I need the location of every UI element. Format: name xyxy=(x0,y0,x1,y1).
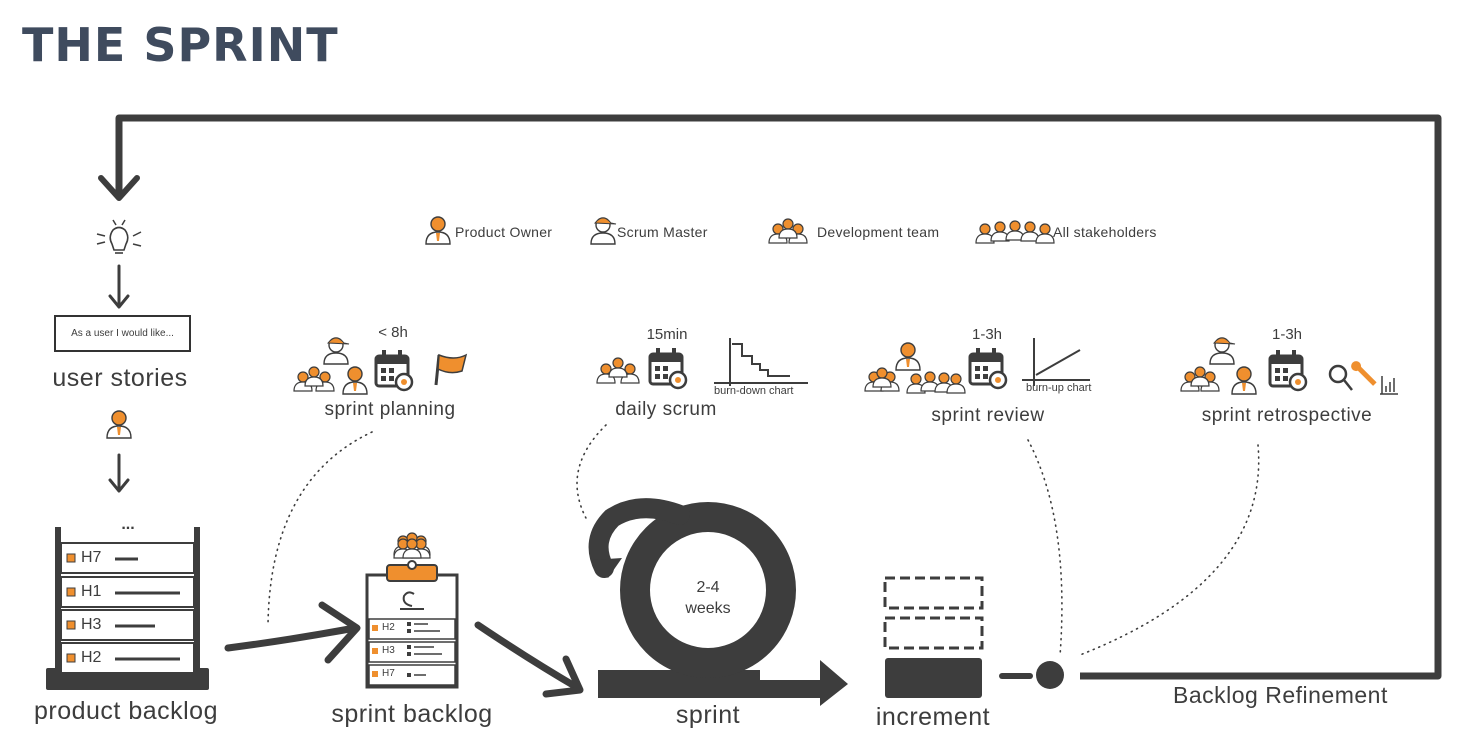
backlog-item: H2 xyxy=(81,649,102,666)
product-owner-icon xyxy=(106,410,132,439)
page-title: THE SPRINT xyxy=(22,18,339,72)
product-backlog-shelf xyxy=(46,527,209,690)
burn-down-chart-icon xyxy=(714,338,808,386)
daily-scrum-label: daily scrum xyxy=(615,399,717,420)
user-story-card: As a user I would like... xyxy=(54,315,191,352)
sprint-review-icons xyxy=(864,338,1090,394)
user-story-example: As a user I would like... xyxy=(71,328,174,339)
legend-all-stakeholders: All stakeholders xyxy=(1053,224,1157,240)
backlog-refinement-label: Backlog Refinement xyxy=(1173,682,1388,708)
magnifier-icon xyxy=(1328,364,1353,391)
sprint-cycle xyxy=(588,498,848,706)
burn-up-chart-icon xyxy=(1022,338,1090,386)
sprint-planning-label: sprint planning xyxy=(324,399,456,420)
sprint-review-duration: 1-3h xyxy=(971,326,1003,343)
burn-up-chart-label: burn-up chart xyxy=(1026,382,1092,394)
burn-down-chart-label: burn-down chart xyxy=(714,385,794,397)
chart-icon xyxy=(1380,376,1398,395)
event-connectors xyxy=(267,424,1260,657)
sprint-label: sprint xyxy=(675,701,741,729)
product-owner-legend-icon xyxy=(425,216,451,245)
daily-scrum-icons xyxy=(596,338,808,390)
legend-product-owner: Product Owner xyxy=(455,224,553,240)
development-team-icon xyxy=(394,533,430,558)
sprint-retro-label: sprint retrospective xyxy=(1201,405,1373,426)
backlog-item: H3 xyxy=(81,616,102,633)
release-point xyxy=(999,661,1064,689)
backlog-item: H7 xyxy=(81,549,102,566)
story-flow-arrow xyxy=(108,264,130,309)
development-team-legend-icon xyxy=(768,218,808,244)
legend-development-team: Development team xyxy=(817,224,940,240)
all-stakeholders-legend-icon xyxy=(975,220,1055,244)
lightbulb-icon xyxy=(96,219,142,254)
product-backlog-label: product backlog xyxy=(33,697,219,725)
scrum-master-legend-icon xyxy=(590,217,617,245)
sprint-retro-icons xyxy=(1180,337,1398,395)
refinement-loop xyxy=(98,114,1442,680)
sprint-backlog-item: H7 xyxy=(382,668,395,679)
increment-label: increment xyxy=(875,703,991,731)
sprint-planning-duration: < 8h xyxy=(378,324,408,341)
sprint-backlog-to-sprint-arrow xyxy=(474,621,584,698)
legend-scrum-master: Scrum Master xyxy=(617,224,708,240)
increment-stack xyxy=(883,576,984,698)
sprint-backlog-item: H3 xyxy=(382,645,395,656)
backlog-item: H1 xyxy=(81,583,102,600)
backlog-flow-arrow xyxy=(108,453,130,493)
sprint-planning-icons xyxy=(293,337,468,395)
backlog-to-sprint-arrow xyxy=(224,601,361,664)
sprint-duration-line1: 2-4 xyxy=(696,579,720,596)
sprint-duration-line2: weeks xyxy=(685,600,731,617)
sprint-backlog-clipboard xyxy=(365,560,459,689)
daily-scrum-duration: 15min xyxy=(646,326,688,343)
sprint-backlog-item: H2 xyxy=(382,622,395,633)
sprint-review-label: sprint review xyxy=(931,405,1045,426)
sprint-retro-duration: 1-3h xyxy=(1271,326,1303,343)
sprint-backlog-label: sprint backlog xyxy=(331,700,493,728)
wrench-icon xyxy=(1351,361,1377,386)
user-stories-label: user stories xyxy=(52,364,188,392)
backlog-ellipsis: ... xyxy=(121,516,135,533)
